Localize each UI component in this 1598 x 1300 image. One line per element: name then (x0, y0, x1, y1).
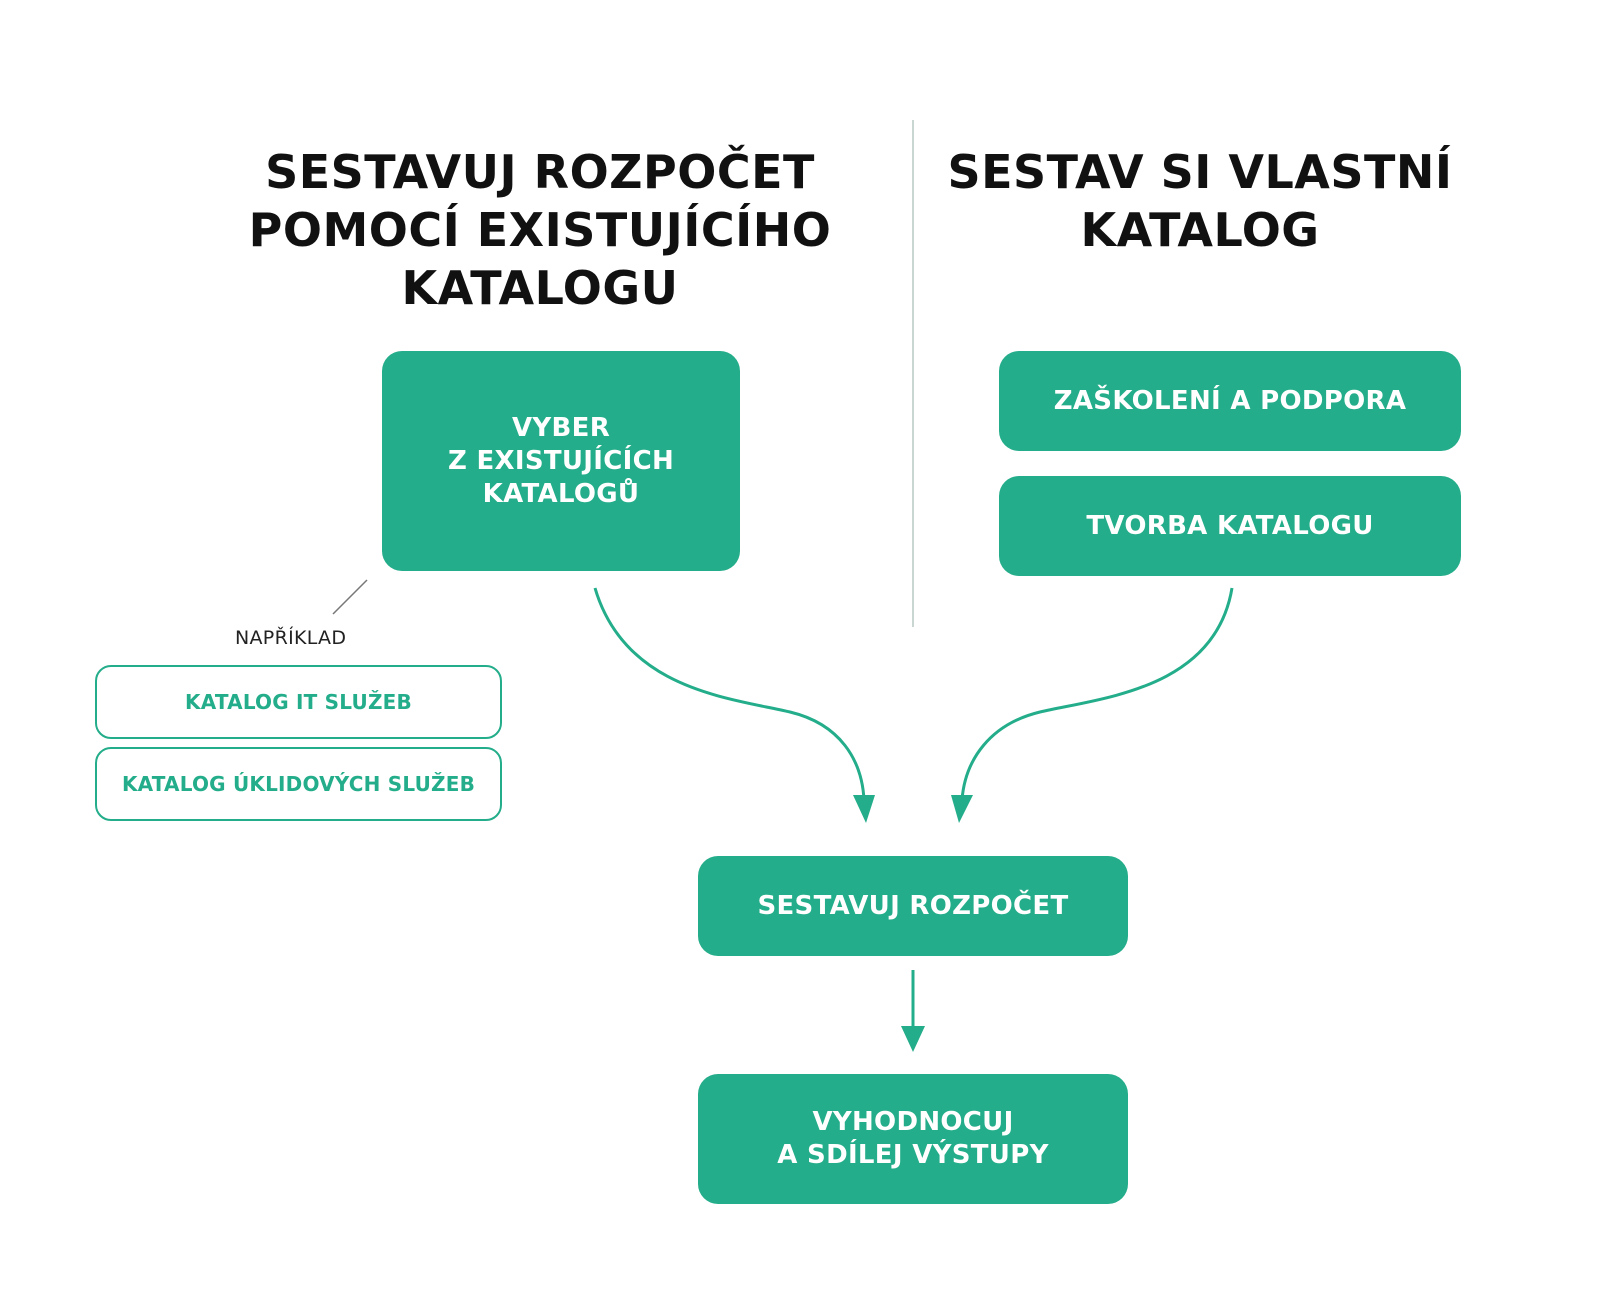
right-heading-line-2: KATALOG (1080, 203, 1320, 257)
example-it-services-label: KATALOG IT SLUŽEB (185, 690, 412, 714)
left-heading-line-3: KATALOGU (401, 261, 679, 315)
training-support-label: ZAŠKOLENÍ A PODPORA (1053, 385, 1407, 416)
example-label: NAPŘÍKLAD (235, 627, 347, 649)
arrow-right-head-icon (951, 795, 973, 823)
evaluate-share-box[interactable]: VYHODNOCUJ A SDÍLEJ VÝSTUPY (698, 1074, 1128, 1204)
arrow-down-head-icon (901, 1026, 925, 1052)
arrow-left-to-budget (593, 587, 866, 801)
catalog-creation-label: TVORBA KATALOGU (1086, 510, 1374, 541)
arrow-left-head-icon (853, 795, 875, 823)
arrow-right-to-budget (960, 587, 1234, 801)
training-support-box[interactable]: ZAŠKOLENÍ A PODPORA (999, 351, 1461, 451)
right-heading-line-1: SESTAV SI VLASTNÍ (947, 145, 1453, 199)
select-existing-line-3: KATALOGŮ (482, 478, 640, 509)
example-it-services-box[interactable]: KATALOG IT SLUŽEB (95, 665, 502, 739)
example-pointer-line (332, 579, 368, 615)
left-heading-line-2: POMOCÍ EXISTUJÍCÍHO (248, 203, 832, 257)
left-heading-line-1: SESTAVUJ ROZPOČET (265, 145, 815, 199)
catalog-creation-box[interactable]: TVORBA KATALOGU (999, 476, 1461, 576)
example-cleaning-services-box[interactable]: KATALOG ÚKLIDOVÝCH SLUŽEB (95, 747, 502, 821)
select-existing-line-1: VYBER (511, 412, 611, 443)
example-cleaning-services-label: KATALOG ÚKLIDOVÝCH SLUŽEB (121, 772, 476, 796)
evaluate-share-line-1: VYHODNOCUJ (812, 1107, 1014, 1137)
select-existing-line-2: Z EXISTUJÍCÍCH (447, 445, 675, 476)
evaluate-share-line-2: A SDÍLEJ VÝSTUPY (777, 1140, 1049, 1170)
right-heading: SESTAV SI VLASTNÍ KATALOG (940, 143, 1460, 259)
select-existing-catalogs-box[interactable]: VYBER Z EXISTUJÍCÍCH KATALOGŮ (382, 351, 740, 571)
build-budget-label: SESTAVUJ ROZPOČET (757, 890, 1069, 921)
build-budget-box[interactable]: SESTAVUJ ROZPOČET (698, 856, 1128, 956)
left-heading: SESTAVUJ ROZPOČET POMOCÍ EXISTUJÍCÍHO KA… (230, 143, 850, 317)
